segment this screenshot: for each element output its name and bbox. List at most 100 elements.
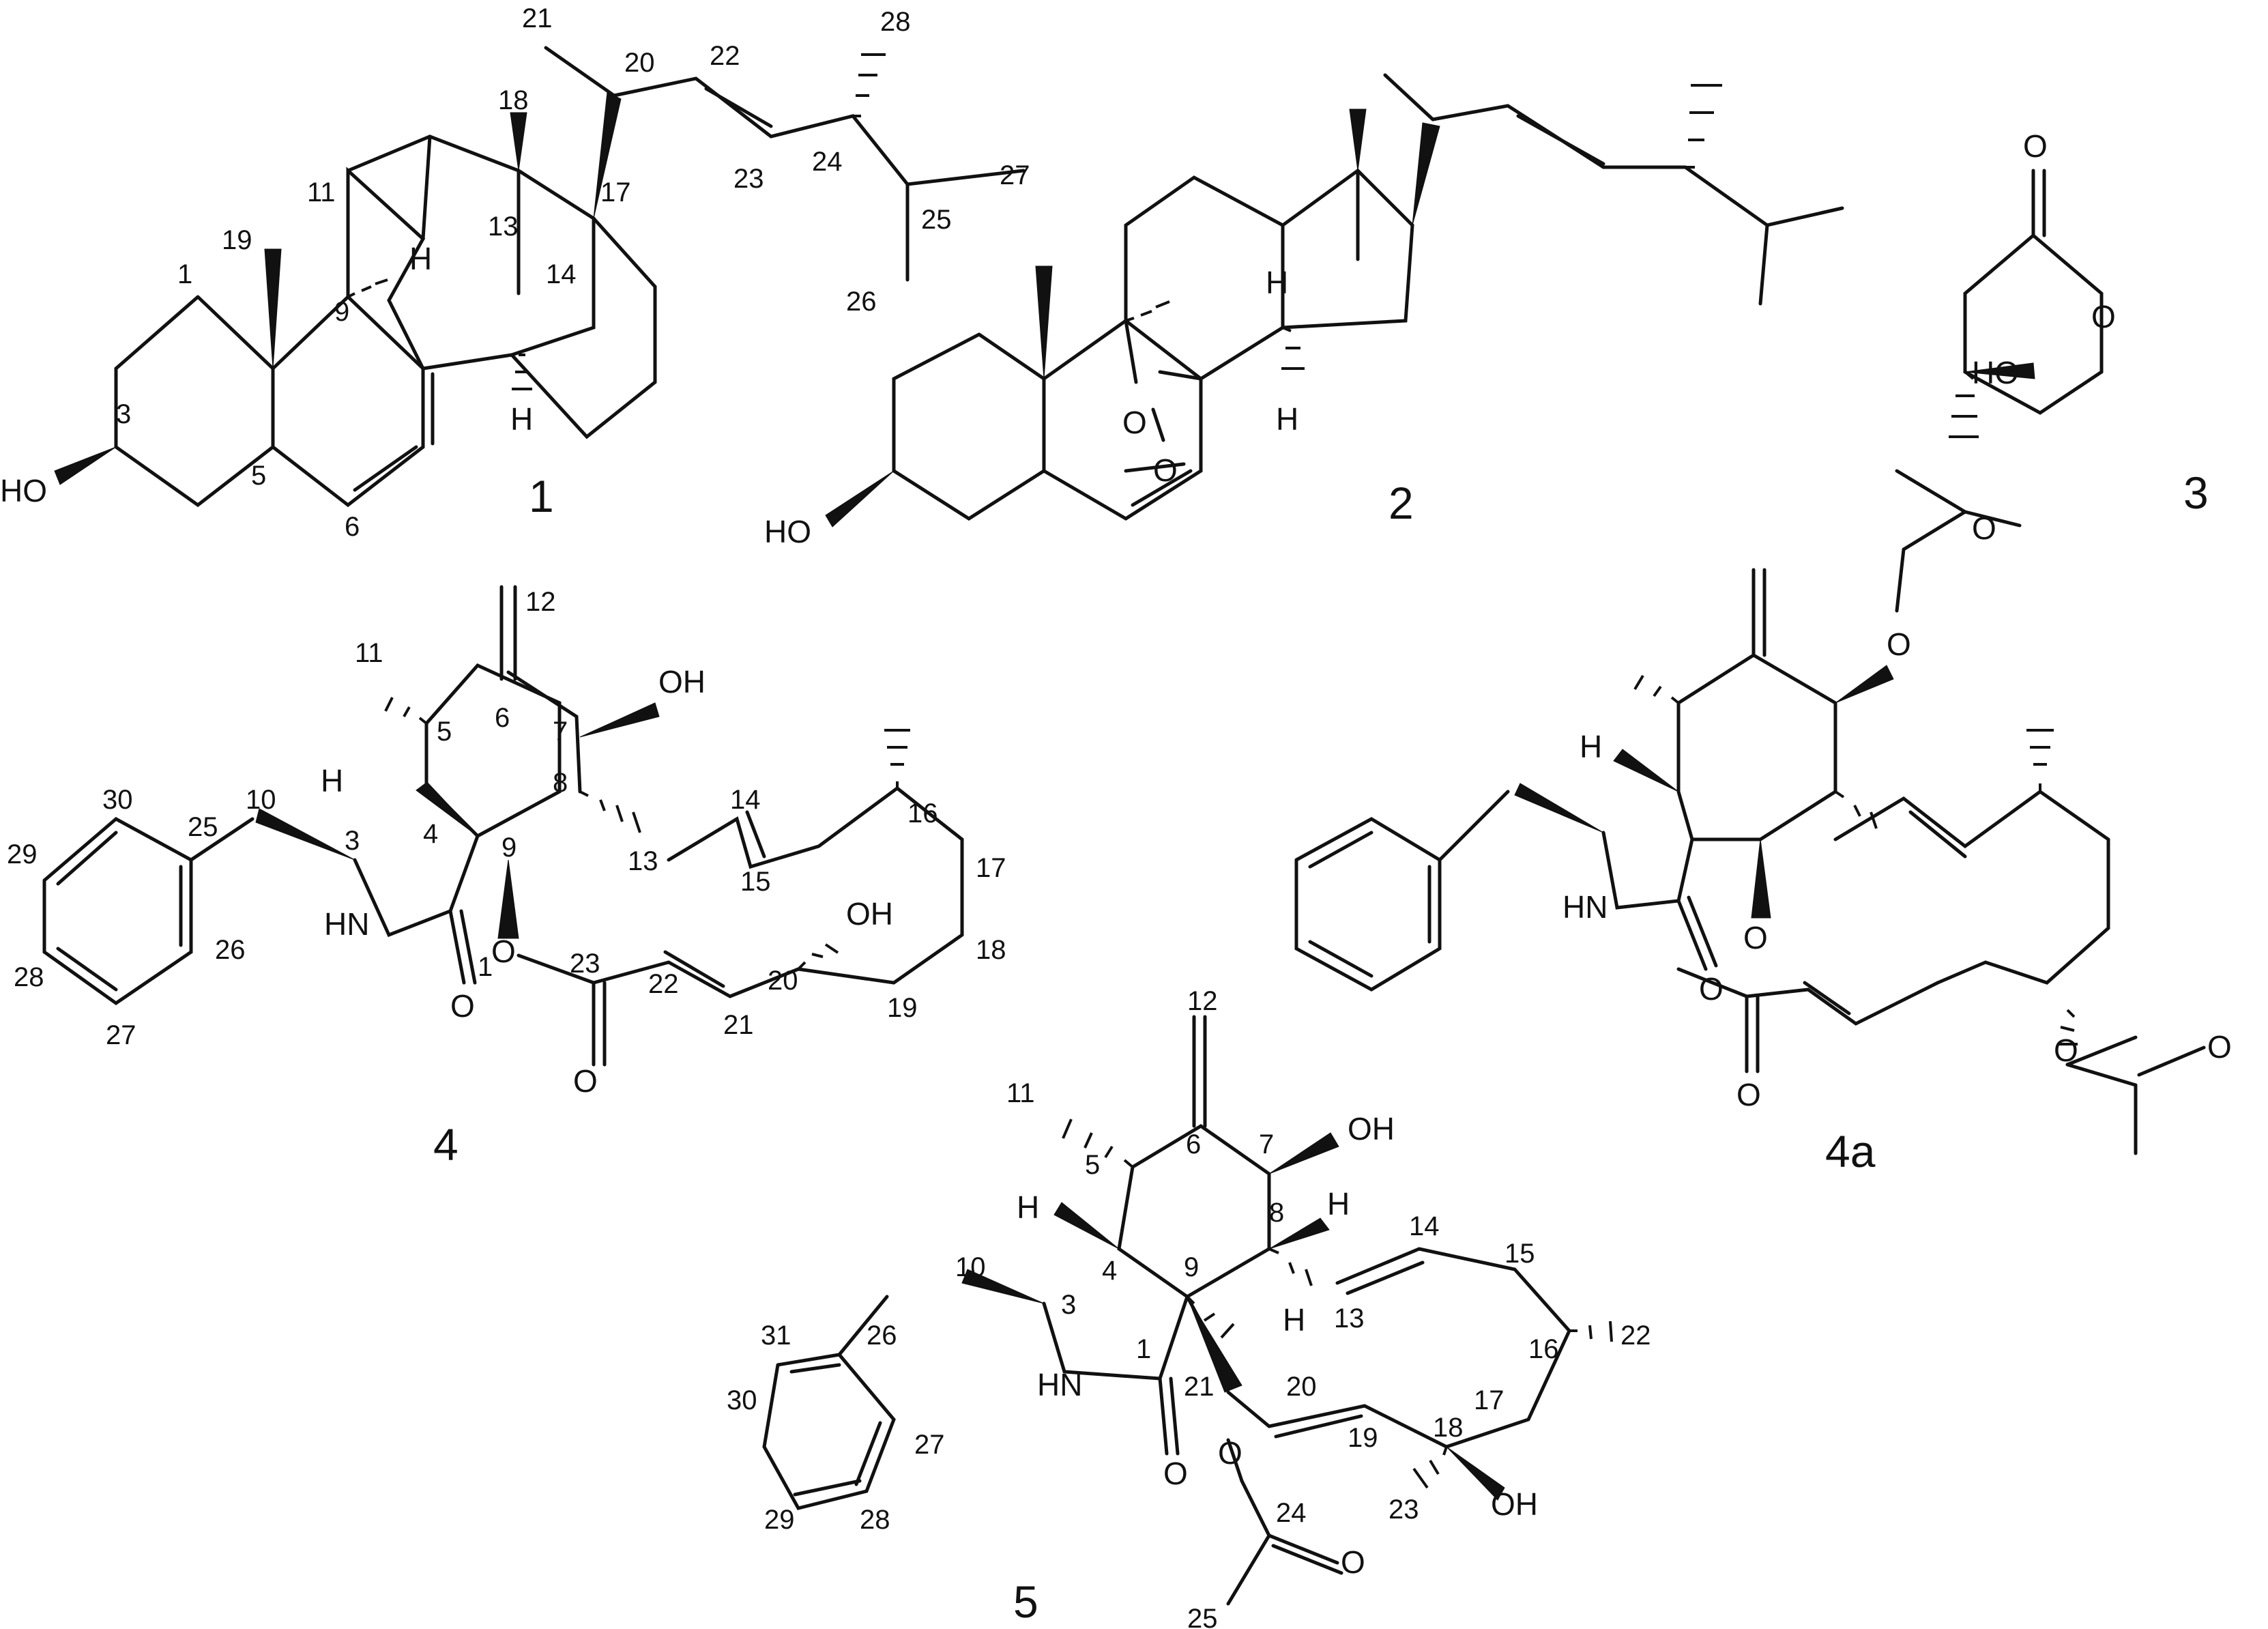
c4-locant-25: 25 (188, 812, 218, 842)
c5-locant-25: 25 (1187, 1604, 1218, 1629)
compound-3: O O HO 3 (1949, 128, 2209, 518)
compound-4a-id: 4a (1825, 1126, 1876, 1177)
c4-locant-16: 16 (907, 798, 938, 828)
c4-locant-3: 3 (345, 826, 360, 856)
c4a-atom-o-ac1: O (1887, 626, 1911, 662)
c4a-atom-o-ac2-carbonyl: O (2207, 1029, 2232, 1065)
c1-locant-28: 28 (880, 7, 911, 37)
c4-locant-28: 28 (14, 962, 44, 992)
compound-5-atom-labels: OH H H H HN O O O OH (1017, 1111, 1538, 1580)
compound-1: H H HO 1 3 5 6 9 11 13 14 17 18 19 20 21… (0, 3, 1030, 542)
c5-atom-h9: H (1283, 1302, 1305, 1338)
c4a-atom-o-ac1-carbonyl: O (1972, 510, 1996, 546)
c4-locant-30: 30 (102, 785, 133, 815)
c5-locant-26: 26 (867, 1321, 897, 1351)
compound-3-id: 3 (2183, 467, 2209, 518)
c4a-atom-o1: O (1699, 971, 1724, 1007)
c5-locant-13: 13 (1334, 1303, 1365, 1334)
c5-locant-23: 23 (1389, 1495, 1419, 1525)
c5-locant-31: 31 (761, 1321, 791, 1351)
c2-atom-o1: O (1122, 405, 1147, 440)
compound-1-locants: 1 3 5 6 9 11 13 14 17 18 19 20 21 22 23 … (116, 3, 1030, 542)
c4-atom-hn: HN (324, 906, 369, 942)
compound-1-atom-labels: H H HO (0, 241, 533, 508)
c4-locant-14: 14 (730, 785, 761, 815)
c5-locant-6: 6 (1186, 1129, 1201, 1159)
c2-atom-o2: O (1153, 452, 1178, 488)
c3-atom-ho: HO (1972, 355, 2019, 390)
c4-atom-o23: O (573, 1063, 598, 1099)
c5-locant-15: 15 (1504, 1239, 1535, 1269)
c5-atom-oh18: OH (1491, 1486, 1538, 1522)
c1-locant-20: 20 (624, 48, 655, 78)
c5-locant-27: 27 (914, 1430, 945, 1460)
c5-locant-4: 4 (1102, 1256, 1117, 1286)
c4-locant-22: 22 (648, 969, 679, 999)
c1-locant-24: 24 (812, 147, 843, 177)
c5-locant-21: 21 (1184, 1372, 1215, 1402)
c4-locant-13: 13 (628, 846, 658, 876)
c5-atom-h4: H (1017, 1190, 1039, 1225)
compound-4a-bonds (1294, 469, 2206, 1155)
c4-atom-h4: H (321, 763, 343, 798)
c1-locant-19: 19 (222, 225, 252, 255)
compound-1-bonds (54, 46, 1026, 508)
compound-2-atom-labels: H H HO O O (764, 265, 1298, 549)
c4-locant-5: 5 (437, 717, 452, 747)
compound-4a-atom-labels: O O O O H HN O O O O (1562, 510, 2232, 1112)
c4-locant-21: 21 (723, 1010, 754, 1040)
c5-locant-10: 10 (955, 1252, 986, 1282)
c4a-atom-hn: HN (1562, 889, 1608, 925)
c4-locant-27: 27 (106, 1020, 136, 1050)
compound-4a: O O O O H HN O O O O 4a (1294, 469, 2232, 1177)
c4-atom-o9: O (491, 934, 516, 969)
c4-locant-8: 8 (553, 768, 568, 798)
compound-3-bonds (1949, 169, 2104, 438)
c4a-atom-o-ester: O (1736, 1077, 1761, 1112)
c4-locant-10: 10 (246, 785, 276, 815)
compound-1-id: 1 (529, 471, 554, 521)
c4-atom-oh20: OH (846, 896, 893, 932)
c5-locant-29: 29 (764, 1505, 795, 1535)
c1-locant-14: 14 (546, 259, 577, 289)
c4-locant-9: 9 (501, 833, 517, 863)
c5-locant-18: 18 (1433, 1413, 1464, 1443)
compound-2-id: 2 (1389, 478, 1414, 528)
c5-atom-h8: H (1327, 1186, 1350, 1222)
c5-atom-hn: HN (1037, 1367, 1082, 1402)
c5-locant-5: 5 (1085, 1150, 1100, 1180)
c4-locant-26: 26 (215, 935, 246, 965)
c4-locant-11: 11 (355, 638, 383, 668)
c1-locant-26: 26 (846, 287, 877, 317)
compound-3-atom-labels: O O HO (1972, 128, 2116, 390)
c4-locant-1: 1 (478, 952, 493, 982)
c1-locant-21: 21 (522, 3, 553, 33)
compound-2: H H HO O O 2 (764, 73, 1844, 549)
c1-locant-11: 11 (307, 177, 336, 207)
c1-locant-27: 27 (1000, 160, 1030, 190)
c5-locant-17: 17 (1474, 1385, 1504, 1415)
c5-locant-24: 24 (1276, 1498, 1307, 1528)
c1-locant-18: 18 (498, 85, 529, 115)
c4-locant-15: 15 (740, 867, 771, 897)
c4a-atom-o-ac2: O (2054, 1033, 2078, 1068)
c4a-atom-h4: H (1580, 729, 1602, 764)
c5-atom-o-ac-carbonyl: O (1341, 1544, 1365, 1580)
c1-locant-6: 6 (345, 512, 360, 542)
c1-atom-h14: H (510, 401, 533, 437)
c1-atom-ho: HO (0, 473, 47, 508)
c1-locant-22: 22 (710, 41, 740, 71)
c5-locant-22: 22 (1620, 1321, 1651, 1351)
c5-locant-7: 7 (1259, 1129, 1274, 1159)
c4-locant-6: 6 (495, 703, 510, 733)
c1-locant-5: 5 (251, 461, 266, 491)
c5-locant-28: 28 (860, 1505, 890, 1535)
c5-locant-3: 3 (1061, 1290, 1076, 1320)
c5-locant-20: 20 (1286, 1372, 1317, 1402)
c5-locant-12: 12 (1187, 986, 1218, 1016)
compound-4-locants: 1 3 4 5 6 7 8 9 10 11 12 13 14 15 16 17 … (7, 587, 1006, 1050)
c5-locant-8: 8 (1269, 1198, 1284, 1228)
compound-5-id: 5 (1013, 1576, 1038, 1627)
c3-atom-o-ring: O (2091, 299, 2116, 334)
c5-atom-o-ac: O (1218, 1435, 1242, 1471)
